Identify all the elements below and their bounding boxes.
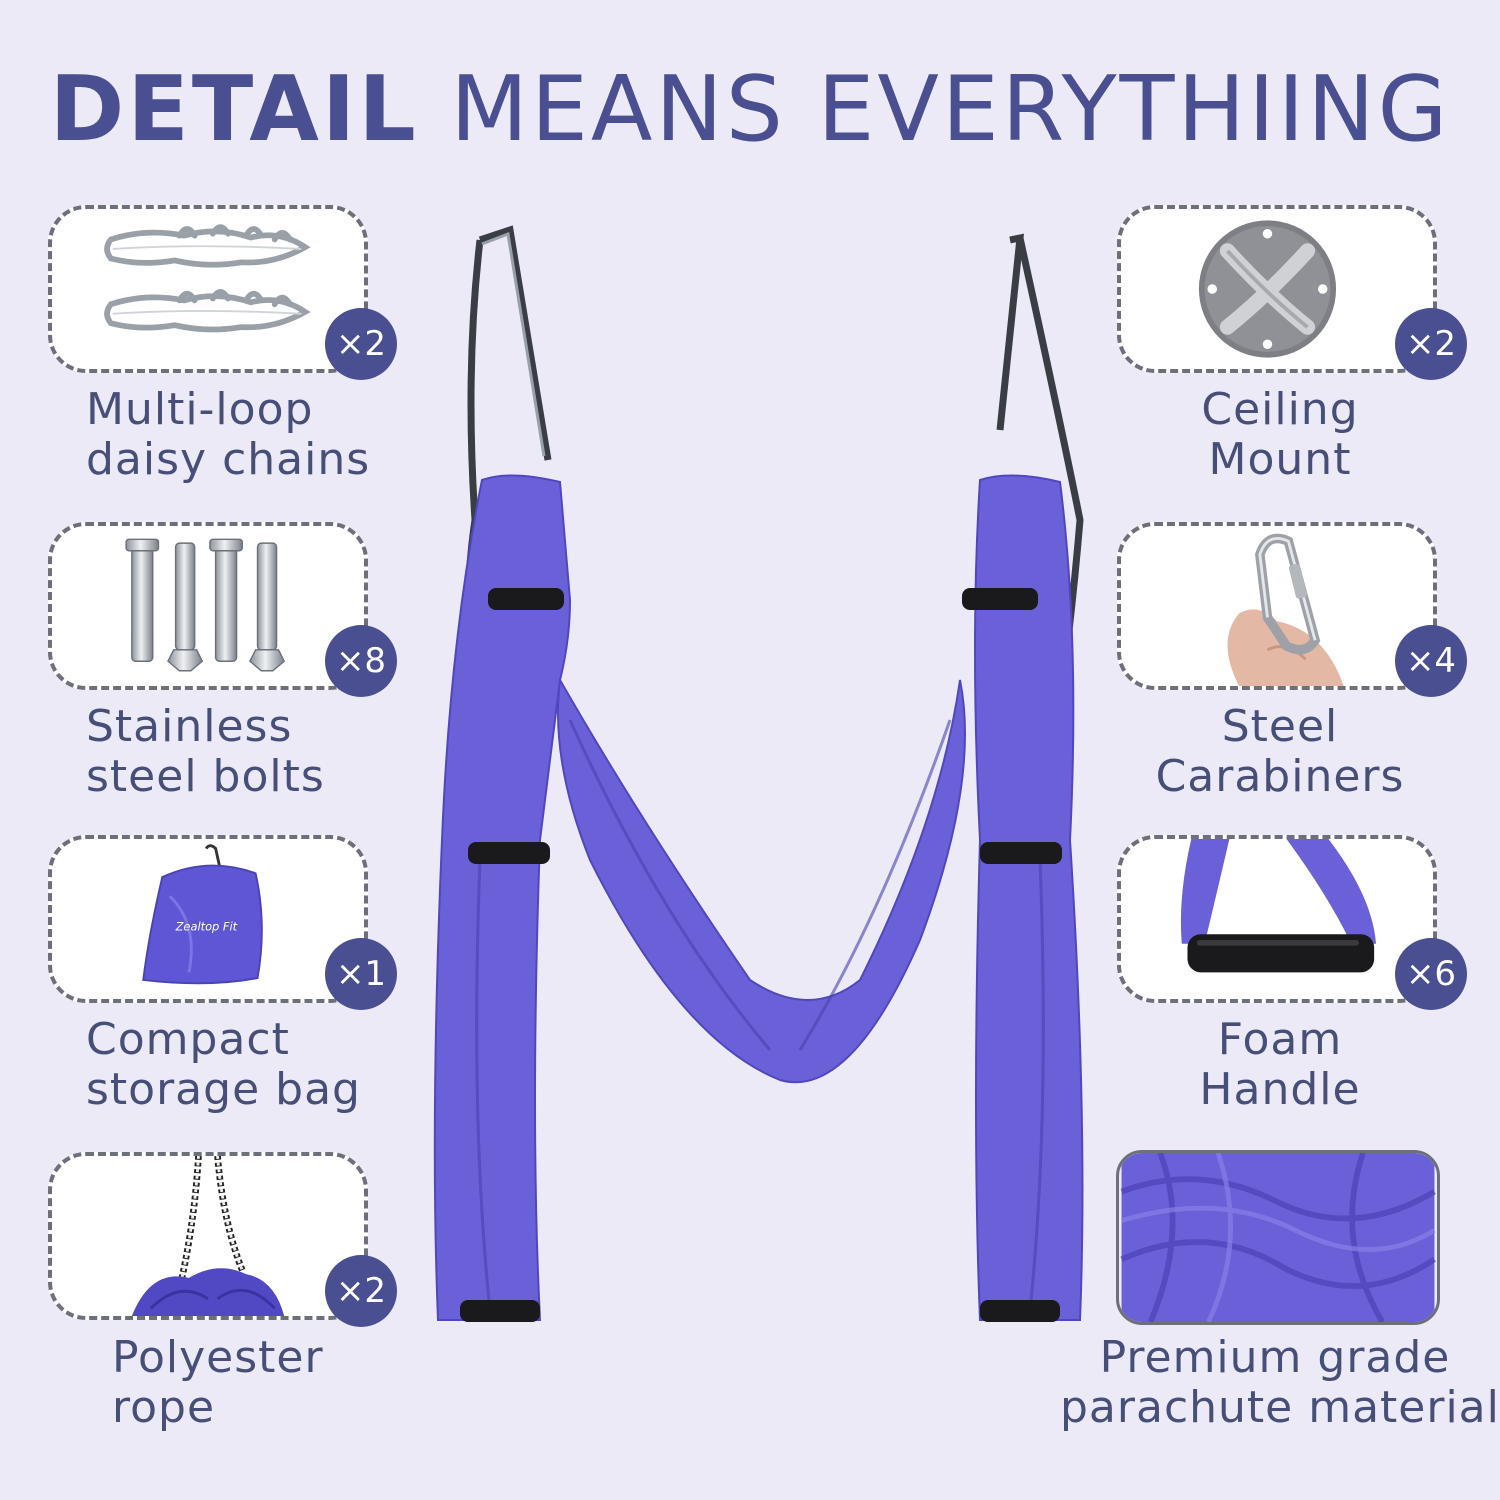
foam-handle-card (1117, 835, 1437, 1003)
storage-bag-label: Compact storage bag (86, 1014, 361, 1115)
carabiner-icon (1227, 533, 1344, 686)
carabiners-card (1117, 522, 1437, 690)
bolt-icon (125, 538, 286, 672)
daisy-chain-icon (104, 224, 311, 333)
rope-icon (131, 1156, 285, 1316)
daisy-chains-label: Multi-loop daisy chains (86, 384, 371, 485)
title-rest: MEANS EVERYTHIING (450, 57, 1451, 162)
foam-handle-label: Foam Handle (1199, 1014, 1361, 1115)
daisy-chains-card (48, 205, 368, 373)
page-title: DETAIL MEANS EVERYTHIING (0, 60, 1500, 160)
storage-bag-qty-badge: ×1 (325, 938, 397, 1010)
rope-card (48, 1152, 368, 1320)
bolts-qty-badge: ×8 (325, 625, 397, 697)
fabric-texture-icon (1120, 1153, 1437, 1322)
foam-handle-icon (1180, 839, 1377, 973)
carabiners-qty-badge: ×4 (1395, 625, 1467, 697)
ceiling-mount-icon (1198, 220, 1337, 358)
foam-handle-qty-badge: ×6 (1395, 938, 1467, 1010)
fabric-texture-card (1116, 1150, 1440, 1325)
title-bold: DETAIL (49, 57, 419, 162)
material-label: Premium grade parachute material (1060, 1332, 1500, 1433)
yoga-swing-illustration (433, 225, 1084, 1322)
storage-bag-card: Zealtop Fit (48, 835, 368, 1003)
rope-label: Polyester rope (112, 1332, 324, 1433)
ceiling-mount-card (1117, 205, 1437, 373)
rope-qty-badge: ×2 (325, 1255, 397, 1327)
bolts-label: Stainless steel bolts (86, 701, 325, 802)
storage-bag-icon: Zealtop Fit (142, 844, 263, 985)
daisy-chains-qty-badge: ×2 (325, 308, 397, 380)
carabiners-label: Steel Carabiners (1155, 701, 1405, 802)
bolts-card (48, 522, 368, 690)
ceiling-mount-label: Ceiling Mount (1201, 384, 1359, 485)
bag-brand-text: Zealtop Fit (175, 919, 238, 933)
ceiling-mount-qty-badge: ×2 (1395, 308, 1467, 380)
